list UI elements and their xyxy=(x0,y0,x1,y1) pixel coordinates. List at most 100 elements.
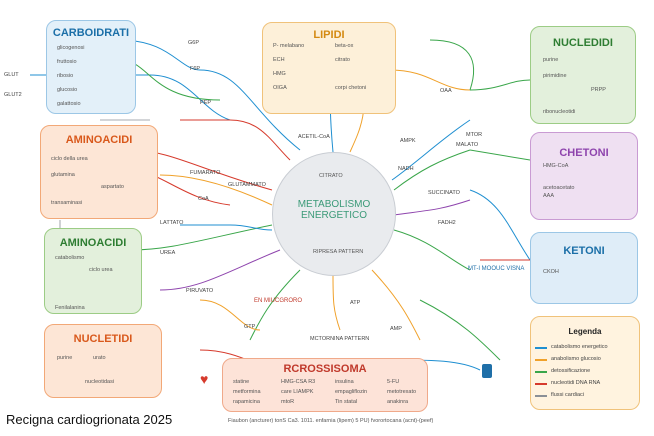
node-nadh: NADH xyxy=(398,166,414,172)
legend-box: Legenda catabolismo energetico anabolism… xyxy=(530,316,640,410)
aminoacids2-title: AMINOACIDI xyxy=(59,237,127,249)
lipid-item-1: P- melabano xyxy=(273,43,305,49)
legend-item-1: catabolismo energetico xyxy=(551,344,608,350)
hub-bottom-label: RIPRESA PATTERN xyxy=(313,249,364,255)
micro-item-10: 5-FU xyxy=(387,379,400,385)
legend-item-3: detossificazione xyxy=(551,368,591,374)
node-atp: ATP xyxy=(350,300,361,306)
amino-item-3: aspartato xyxy=(101,184,124,190)
micro-item-7: insulina xyxy=(335,379,354,385)
node-fadh2: FADH2 xyxy=(438,220,456,226)
aminoacids-box: AMINOACIDI ciclo della urea glutamina as… xyxy=(40,125,158,219)
footer-note: Fiaubon (ancturer) tonS Ca3. 1011. enfar… xyxy=(228,418,434,424)
micro-item-5: care LIAMPK xyxy=(281,389,314,395)
micro-item-12: anakinra xyxy=(387,399,409,405)
node-pyruvate: PIRUVATO xyxy=(186,288,214,294)
node-mtor: MTOR xyxy=(466,132,483,138)
ketones-box: KETONI CKOH xyxy=(530,232,638,304)
legend-item-5: flussi cardiaci xyxy=(551,392,585,398)
legend-swatch-blue xyxy=(535,347,547,349)
node-ampk: AMPK xyxy=(400,138,416,144)
node-f6p: F6P xyxy=(190,66,201,72)
node-g6p: G6P xyxy=(188,40,200,46)
micro-item-6: mtoR xyxy=(281,399,295,405)
amino-item-2: glutamina xyxy=(51,172,75,178)
lipids-title: LIPIDI xyxy=(313,29,345,41)
keto-top-item-3: AAA xyxy=(543,193,555,199)
footer-title: Recigna cardiogrionata 2025 xyxy=(6,412,173,427)
nucl2-item-1: purine xyxy=(57,355,73,361)
keto-top-item-2: acetoacetato xyxy=(543,185,575,191)
node-oaa: OAA xyxy=(440,88,452,94)
amino2-item-2: ciclo urea xyxy=(89,267,113,273)
microbiome-title: RCROSSISOMA xyxy=(283,363,367,375)
node-amp: AMP xyxy=(390,326,402,332)
amino-item-1: ciclo della urea xyxy=(51,156,88,162)
lipid-item-2: ECH xyxy=(273,57,285,63)
node-coa: CoA xyxy=(198,196,209,202)
node-lactate: LATTATO xyxy=(160,220,184,226)
nucleotides2-box: NUCLETIDI purine urato nucleotidasi xyxy=(44,324,162,398)
nucl-item-3: PRPP xyxy=(591,87,606,93)
energy-metabolism-hub: METABOLISMO ENERGETICO CITRATO RIPRESA P… xyxy=(272,152,396,276)
mid-label-right: MT-I MOOUC VISNA xyxy=(468,266,525,272)
legend-swatch-red xyxy=(535,383,547,385)
micro-item-9: Tin statal xyxy=(335,399,358,405)
lipid-item-7: corpi chetoni xyxy=(335,85,367,91)
lipid-item-5: beta-ox xyxy=(335,43,354,49)
mid-label-left: EN MIUCGRORO xyxy=(254,298,302,304)
legend-item-2: anabolismo glucosio xyxy=(551,356,601,362)
legend-title: Legenda xyxy=(568,327,602,336)
lipid-item-6: citrato xyxy=(335,57,350,63)
micro-item-3: rapamicina xyxy=(233,399,260,405)
micro-item-2: metformina xyxy=(233,389,261,395)
lipid-item-4: OIGA xyxy=(273,85,287,91)
node-gtp: GTP xyxy=(244,324,256,330)
nucl-item-1: purine xyxy=(543,57,559,63)
lipids-box: LIPIDI P- melabano ECH HMG OIGA beta-ox … xyxy=(262,22,396,114)
micro-item-8: empagliflozin xyxy=(335,389,368,395)
legend-swatch-green xyxy=(535,371,547,373)
nucl2-item-3: nucleotidasi xyxy=(85,379,115,385)
carb-item-5: galattosio xyxy=(57,101,81,107)
amino-item-4: transaminasi xyxy=(51,200,83,206)
micro-item-4: HMG-CSA R3 xyxy=(281,379,316,385)
node-glutamate: GLUTAMMATO xyxy=(228,182,266,188)
carb-item-2: fruttosio xyxy=(57,59,77,65)
legend-swatch-orange xyxy=(535,359,547,361)
hub-title: METABOLISMO ENERGETICO xyxy=(297,199,371,221)
nucl2-item-2: urato xyxy=(93,355,106,361)
aminoacids-title: AMINOACIDI xyxy=(65,134,133,146)
keto-top-item-1: HMG-CoA xyxy=(543,163,569,169)
carbohydrates-title: CARBOIDRATI xyxy=(52,27,130,39)
micro-item-1: statine xyxy=(233,379,250,385)
carb-item-3: ribosio xyxy=(57,73,74,79)
hub-subtitle: CITRATO xyxy=(319,173,343,179)
ketones-top-box: CHETONI HMG-CoA acetoacetato AAA xyxy=(530,132,638,220)
glut2-label: GLUT2 xyxy=(4,92,22,98)
amino2-item-1: catabolismo xyxy=(55,255,85,261)
legend-item-4: nucleotidi DNA RNA xyxy=(551,380,601,386)
ketones-top-title: CHETONI xyxy=(559,147,609,159)
nucl-item-2: pirimidine xyxy=(543,73,567,79)
carb-item-4: glucosio xyxy=(57,87,78,93)
nucleotides-title: NUCLEDIDI xyxy=(553,37,613,49)
nucl-item-4: ribonucleotidi xyxy=(543,109,576,115)
lipid-item-3: HMG xyxy=(273,71,286,77)
aminoacids2-box: AMINOACIDI catabolismo ciclo urea Fenila… xyxy=(44,228,142,314)
mid-label-center: MCTORNINA PATTERN xyxy=(310,336,370,342)
microbiome-box: RCROSSISOMA statine metformina rapamicin… xyxy=(222,358,428,412)
node-acetyl-coa: ACETIL-CoA xyxy=(298,134,330,140)
legend-swatch-grey xyxy=(535,395,547,397)
micro-item-11: metotrexato xyxy=(387,389,417,395)
node-pep: PEP xyxy=(200,100,212,106)
glut-label: GLUT xyxy=(4,72,19,78)
node-succinate: SUCCINATO xyxy=(428,190,460,196)
nucleotides2-title: NUCLETIDI xyxy=(73,333,133,345)
nucleotides-box: NUCLEDIDI purine pirimidine PRPP ribonuc… xyxy=(530,26,636,124)
node-urea: UREA xyxy=(160,250,176,256)
heart-icon: ♥ xyxy=(200,371,209,387)
ketones-title: KETONI xyxy=(563,245,605,257)
node-fumarate: FUMARATO xyxy=(190,170,221,176)
node-malate: MALATO xyxy=(456,142,479,148)
